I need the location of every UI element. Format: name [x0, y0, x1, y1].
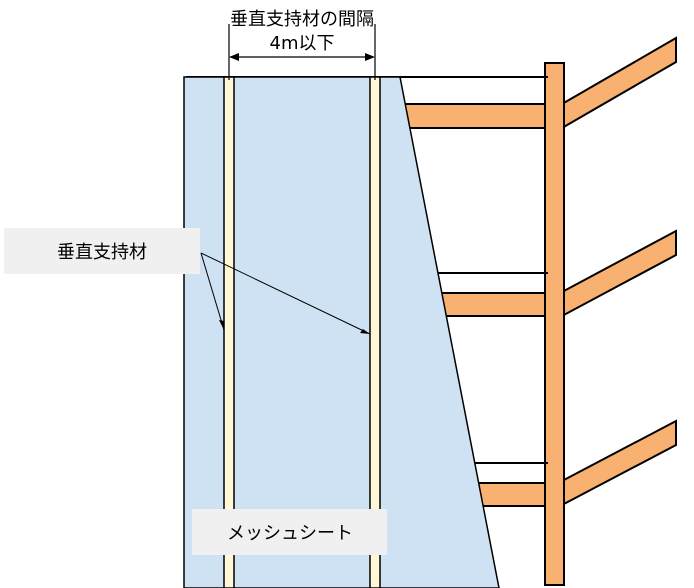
leader-line-left: [200, 252, 225, 331]
dimension-arrow-left: [229, 53, 239, 61]
leader-arrow-left: [219, 320, 224, 330]
scaffold-brace-top: [561, 36, 677, 130]
vertical-support-label: 垂直支持材: [57, 242, 147, 263]
scaffold-brace-bottom: [561, 419, 677, 507]
mesh-sheet: [183, 76, 500, 588]
mesh-sheet-label: メッシュシート: [227, 523, 353, 544]
scaffold-post: [544, 62, 565, 586]
scaffold-ledger-top: [404, 103, 564, 129]
mesh-sheet-callout-box: [192, 509, 387, 555]
vertical-support-leaders: [200, 252, 371, 335]
dimension-arrow-right: [365, 53, 375, 61]
spacing-value: 4m以下: [270, 33, 335, 54]
leader-arrow-right: [360, 329, 370, 334]
leader-line-right: [200, 252, 371, 335]
scaffold-brace-middle: [561, 229, 677, 318]
vertical-support-callout-box: [4, 228, 200, 274]
spacing-dimension: [228, 24, 376, 80]
spacing-title: 垂直支持材の間隔: [230, 9, 374, 30]
scaffold-frame: [186, 36, 677, 586]
